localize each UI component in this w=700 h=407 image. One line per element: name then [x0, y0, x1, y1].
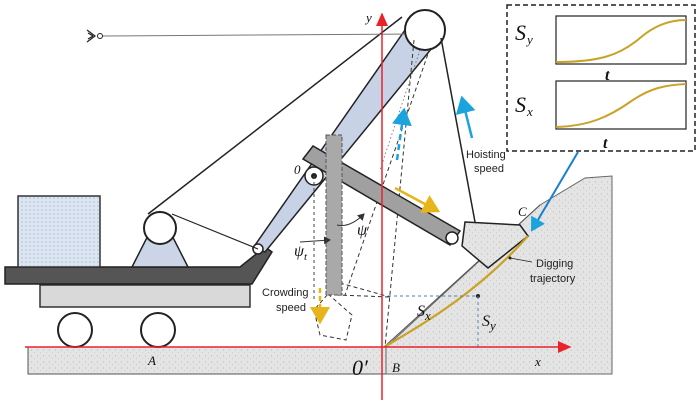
soil-pile [385, 175, 613, 375]
inset-sx-curve [555, 83, 687, 128]
hoisting-speed-label-1: Hoisting [466, 149, 506, 161]
machine-platform [4, 246, 274, 285]
hoisting-speed-label-2: speed [474, 163, 504, 175]
inset-pointer-arrow [530, 151, 579, 232]
point-a-label: A [147, 353, 156, 368]
point-b-label: B [392, 360, 400, 375]
digging-trajectory-leader [509, 257, 533, 263]
psi-arc [336, 213, 365, 226]
inset-panel: Sy t Sx t [506, 4, 696, 152]
wheel-right [140, 312, 176, 348]
crowding-speed-arrow [394, 186, 441, 213]
inset-sx-axis-label: t [603, 135, 608, 152]
origin-label: 0′ [352, 355, 369, 380]
sy-label: Sy [482, 313, 496, 333]
wheel-left [57, 312, 93, 348]
gantry-stay [171, 213, 259, 250]
psi-label: ψ [357, 222, 368, 239]
dotted-guide [379, 49, 421, 171]
psi-t-label: ψt [294, 243, 308, 263]
x-axis-label: x [534, 354, 541, 369]
hoisting-speed-arrow-dashed [392, 107, 412, 161]
point-c-label: C [518, 204, 527, 219]
inset-sy-axis-label: t [605, 67, 610, 84]
sx-label: Sx [417, 303, 431, 323]
psi-t-arc [299, 236, 331, 245]
hoisting-speed-arrow [455, 95, 476, 139]
boom-suspension [147, 16, 403, 215]
crowding-speed-label-2: speed [276, 302, 306, 314]
inset-sx-plot [555, 80, 687, 130]
hoist-rope [440, 37, 476, 223]
inset-sx-label: Sx [515, 92, 533, 119]
pivot-label: 0 [294, 162, 301, 177]
inset-sy-label: Sy [515, 20, 533, 47]
dipper-bucket [461, 221, 530, 269]
inset-sy-curve [555, 19, 687, 63]
digging-trajectory-label-1: Digging [536, 258, 573, 270]
dipper-pin [445, 231, 459, 245]
boom-point-sheave [404, 9, 446, 51]
digging-trajectory-label-2: trajectory [530, 273, 576, 285]
cab-counterweight [17, 195, 101, 268]
handle-vertical-initial [325, 134, 343, 296]
y-axis-label: y [364, 10, 372, 25]
undercarriage [39, 284, 251, 308]
crowding-speed-label-1: Crowding [262, 287, 308, 299]
anchor-icon [86, 29, 103, 43]
gantry-sheave [143, 211, 177, 245]
digging-trajectory-curve [385, 235, 529, 347]
guy-line [99, 33, 419, 37]
